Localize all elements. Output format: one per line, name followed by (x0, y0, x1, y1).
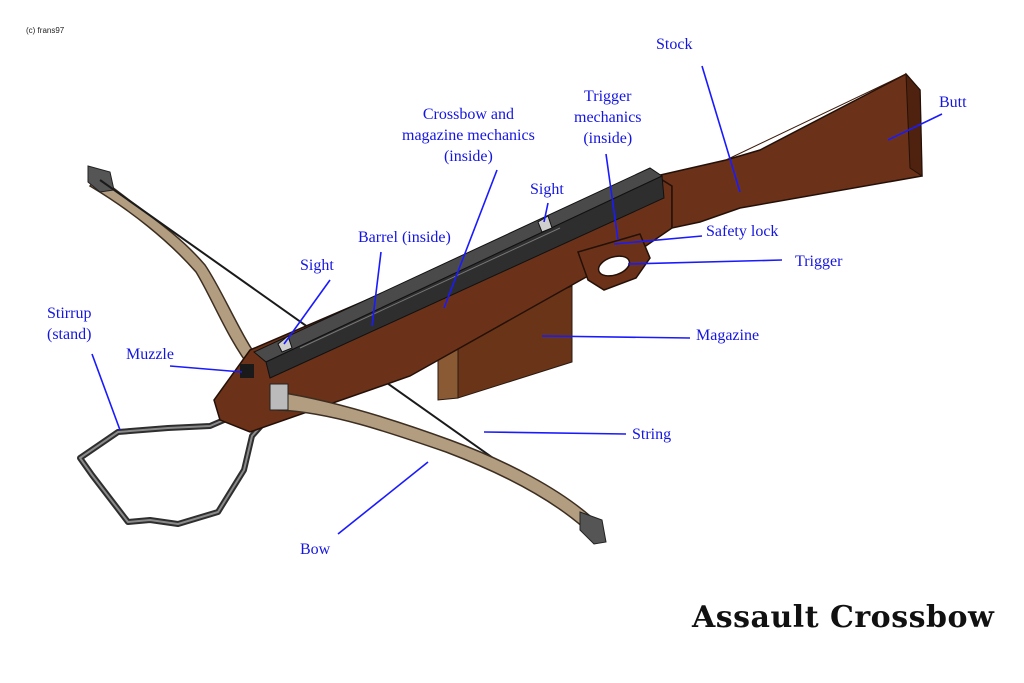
label-trigger: Trigger (795, 253, 843, 270)
label-crossbow-mechanics: Crossbow and magazine mechanics (inside) (402, 106, 535, 165)
diagram-title: Assault Crossbow (692, 600, 995, 635)
leader-trigger-mechanics (605, 153, 619, 241)
label-trigger-mechanics: Trigger mechanics (inside) (574, 88, 642, 147)
leader-lines (91, 65, 943, 535)
copyright-note: (c) frans97 (26, 26, 65, 35)
label-stock: Stock (656, 36, 693, 53)
leader-sight-rear (543, 202, 549, 223)
leader-trigger (627, 259, 783, 265)
leader-muzzle (169, 365, 243, 373)
label-barrel: Barrel (inside) (358, 229, 451, 246)
leader-magazine (541, 335, 691, 339)
label-stirrup: Stirrup (stand) (47, 305, 92, 343)
leader-sight-front (283, 279, 331, 345)
label-string: String (632, 426, 672, 443)
stirrup (77, 411, 271, 527)
label-sight-rear: Sight (530, 181, 564, 198)
receiver-top (253, 167, 665, 379)
leader-bow (337, 461, 429, 535)
label-sight-front: Sight (300, 257, 334, 274)
label-muzzle: Muzzle (126, 346, 174, 363)
leader-safety-lock (613, 235, 703, 245)
leader-stirrup (91, 353, 121, 431)
muzzle-block (240, 364, 254, 378)
leader-stock (701, 65, 741, 193)
label-butt: Butt (939, 94, 967, 111)
label-magazine: Magazine (696, 327, 760, 344)
leader-crossbow-mechanics (443, 169, 498, 309)
bow-left-limb (87, 165, 261, 372)
label-safety-lock: Safety lock (706, 223, 779, 240)
leader-string (483, 431, 627, 435)
leader-butt (887, 113, 943, 141)
leader-barrel (371, 251, 382, 327)
label-bow: Bow (300, 541, 331, 558)
bow-right-limb (269, 383, 607, 545)
